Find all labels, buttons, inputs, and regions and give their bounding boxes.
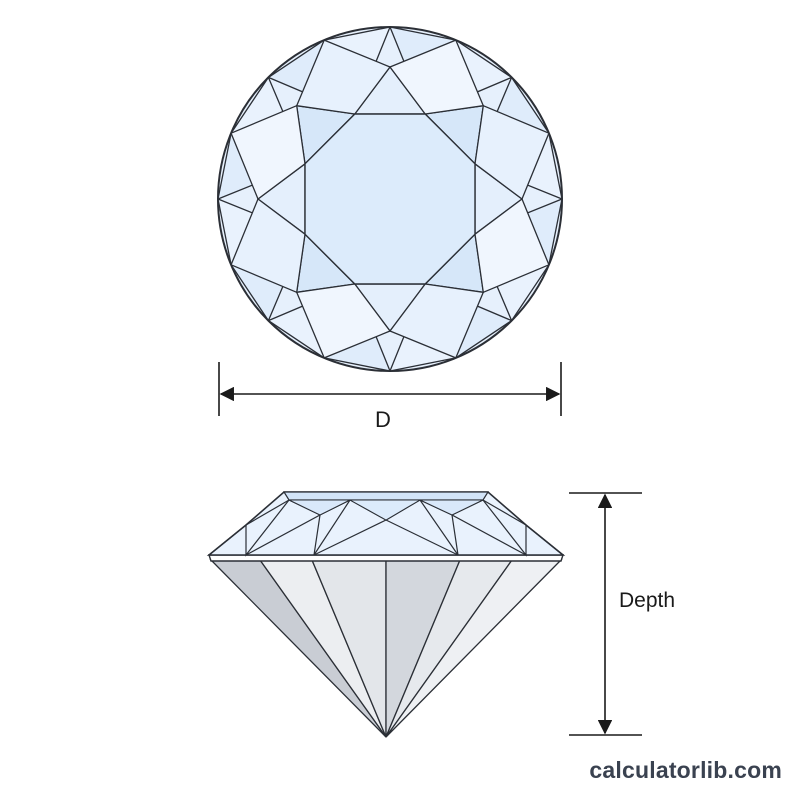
- bezel-facet: [230, 105, 306, 200]
- bezel-facet: [296, 39, 391, 115]
- watermark-logo: calculatorlib.com: [589, 757, 782, 783]
- crown-facet-lines: [245, 499, 351, 556]
- bezel-facet: [474, 198, 550, 293]
- girdle-band: [208, 554, 564, 562]
- table-edge: [282, 491, 490, 501]
- bezel-facet: [474, 105, 550, 200]
- bezel-facet: [296, 283, 391, 359]
- crown-facet: [348, 499, 422, 521]
- table-facet: [304, 113, 476, 285]
- crown-facet-lines: [419, 499, 527, 556]
- bezel-facet: [389, 283, 484, 359]
- pavilion: [209, 559, 563, 738]
- diamond-side-view: [206, 491, 566, 738]
- bezel-facet: [389, 39, 484, 115]
- crown: [206, 491, 566, 557]
- diameter-label: D: [375, 407, 391, 432]
- depth-label: Depth: [619, 589, 676, 612]
- diameter-dimension: [218, 362, 562, 416]
- diamond-top-view: [217, 26, 563, 372]
- depth-dimension: [569, 492, 642, 736]
- bezel-facet: [230, 198, 306, 293]
- crown-facet: [419, 499, 484, 516]
- crown-facets: [217, 26, 563, 372]
- crown-facet: [288, 499, 351, 516]
